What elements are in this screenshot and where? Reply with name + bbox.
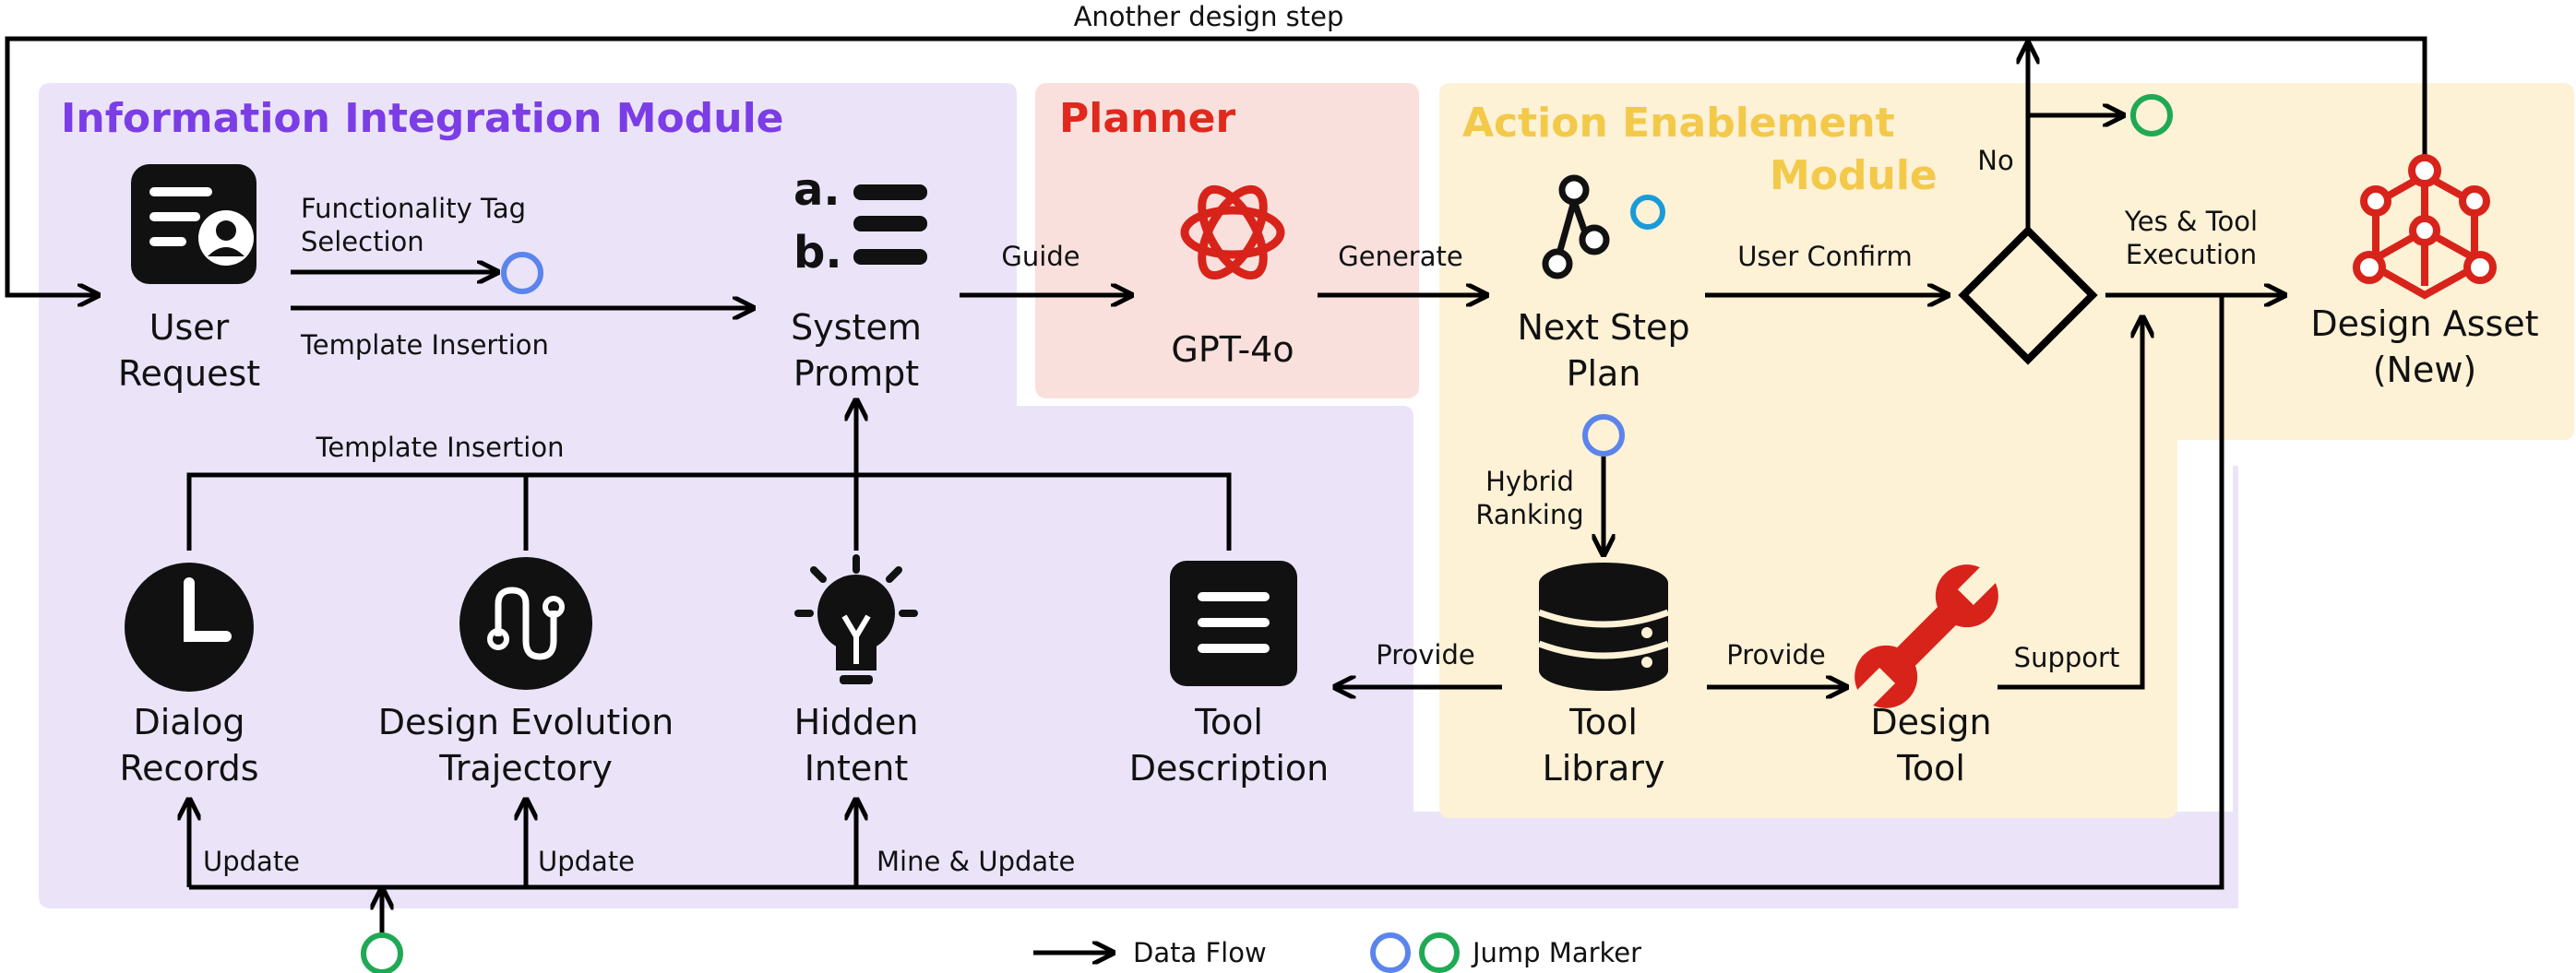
trajectory-icon	[459, 557, 592, 690]
network-asset-icon	[2353, 154, 2497, 300]
action-enablement-module	[1439, 83, 2574, 818]
information-integration-module	[39, 83, 2238, 908]
prompt-letter-a: a.	[793, 164, 841, 216]
node-next-step-plan: Next Step Plan	[1517, 307, 1689, 394]
yes-tool-label-1: Yes & Tool	[2124, 206, 2258, 237]
path-plan-icon	[1542, 174, 1610, 279]
gpt-label: GPT-4o	[1171, 329, 1294, 370]
template-insertion-top-label: Template Insertion	[300, 329, 549, 361]
planner-module	[1035, 83, 1419, 398]
tool-library-label-2: Library	[1543, 748, 1665, 789]
dialog-records-label-2: Records	[119, 748, 258, 789]
integration-module-title: Information Integration Module	[61, 95, 784, 142]
prompt-letter-b: b.	[793, 227, 842, 279]
node-tool-description: Tool Description	[1129, 702, 1329, 789]
user-request-label-2: Request	[118, 353, 260, 394]
jump-marker-icon	[2130, 94, 2173, 136]
hidden-intent-label-2: Intent	[805, 748, 909, 789]
design-tool-label-2: Tool	[1896, 748, 1965, 789]
hybrid-ranking-label-2: Ranking	[1475, 499, 1583, 530]
template-insertion-mid-label: Template Insertion	[316, 432, 565, 463]
wrench-icon	[1853, 563, 2000, 710]
planner-title: Planner	[1059, 95, 1236, 142]
openai-logo-icon	[1180, 184, 1285, 280]
legend-jump-marker: Jump Marker	[1471, 937, 1641, 968]
design-asset-label-1: Design Asset	[2310, 303, 2538, 344]
node-tool-library: Tool Library	[1543, 702, 1665, 789]
list-icon: a. b.	[793, 164, 927, 279]
action-module-title-line2: Module	[1770, 152, 1938, 199]
decision-diamond-icon	[1958, 225, 2098, 365]
tool-description-label-1: Tool	[1194, 702, 1263, 742]
user-request-label-1: User	[149, 307, 230, 348]
legend: Data Flow Jump Marker	[1133, 932, 1641, 973]
update-1-label: Update	[203, 846, 300, 877]
next-step-plan-label-1: Next Step	[1517, 307, 1689, 348]
design-tool-label-1: Design	[1870, 702, 1991, 742]
clock-icon	[125, 563, 254, 692]
node-user-request: User Request	[118, 307, 260, 394]
functionality-tag-label-1: Functionality Tag	[301, 193, 526, 224]
user-confirm-label: User Confirm	[1737, 241, 1913, 272]
jump-marker-icon	[1582, 414, 1625, 457]
provide-right-label: Provide	[1726, 639, 1825, 670]
dialog-records-label-1: Dialog	[133, 702, 244, 742]
design-evolution-label-2: Trajectory	[438, 748, 613, 789]
jump-marker-icon	[501, 252, 543, 294]
jump-marker-icon	[1630, 195, 1665, 230]
jump-marker-icon	[1419, 932, 1460, 973]
functionality-tag-label-2: Selection	[301, 226, 424, 257]
mine-update-label: Mine & Update	[877, 846, 1075, 877]
no-label: No	[1977, 145, 2013, 176]
lightbulb-icon	[794, 554, 918, 684]
node-design-asset: Design Asset (New)	[2310, 303, 2538, 390]
another-design-step-label: Another design step	[1074, 1, 1344, 32]
jump-marker-icon	[361, 932, 403, 973]
jump-marker-icon	[1370, 932, 1411, 973]
generate-label: Generate	[1338, 241, 1462, 272]
user-request-icon	[131, 164, 256, 284]
node-system-prompt: System Prompt	[791, 307, 922, 394]
system-prompt-label-2: Prompt	[793, 353, 919, 394]
connectors	[5, 36, 2427, 953]
provide-left-label: Provide	[1376, 639, 1474, 670]
node-dialog-records: Dialog Records	[119, 702, 258, 789]
hidden-intent-label-1: Hidden	[794, 702, 919, 742]
hybrid-ranking-label-1: Hybrid	[1485, 466, 1574, 497]
system-prompt-label-1: System	[791, 307, 922, 348]
update-2-label: Update	[538, 846, 635, 877]
action-module-title-line1: Action Enablement	[1462, 100, 1895, 147]
legend-data-flow: Data Flow	[1133, 937, 1267, 968]
design-evolution-label-1: Design Evolution	[378, 702, 674, 742]
database-icon	[1537, 563, 1670, 691]
node-design-tool: Design Tool	[1870, 702, 1991, 789]
node-design-evolution: Design Evolution Trajectory	[378, 702, 674, 789]
yes-tool-label-2: Execution	[2126, 239, 2257, 270]
design-asset-label-2: (New)	[2373, 350, 2477, 390]
tool-library-label-1: Tool	[1568, 702, 1638, 742]
guide-label: Guide	[1001, 241, 1079, 272]
next-step-plan-label-2: Plan	[1567, 353, 1641, 394]
tool-description-label-2: Description	[1129, 748, 1329, 789]
document-icon	[1170, 561, 1297, 686]
node-hidden-intent: Hidden Intent	[794, 702, 919, 789]
support-label: Support	[2014, 642, 2120, 673]
